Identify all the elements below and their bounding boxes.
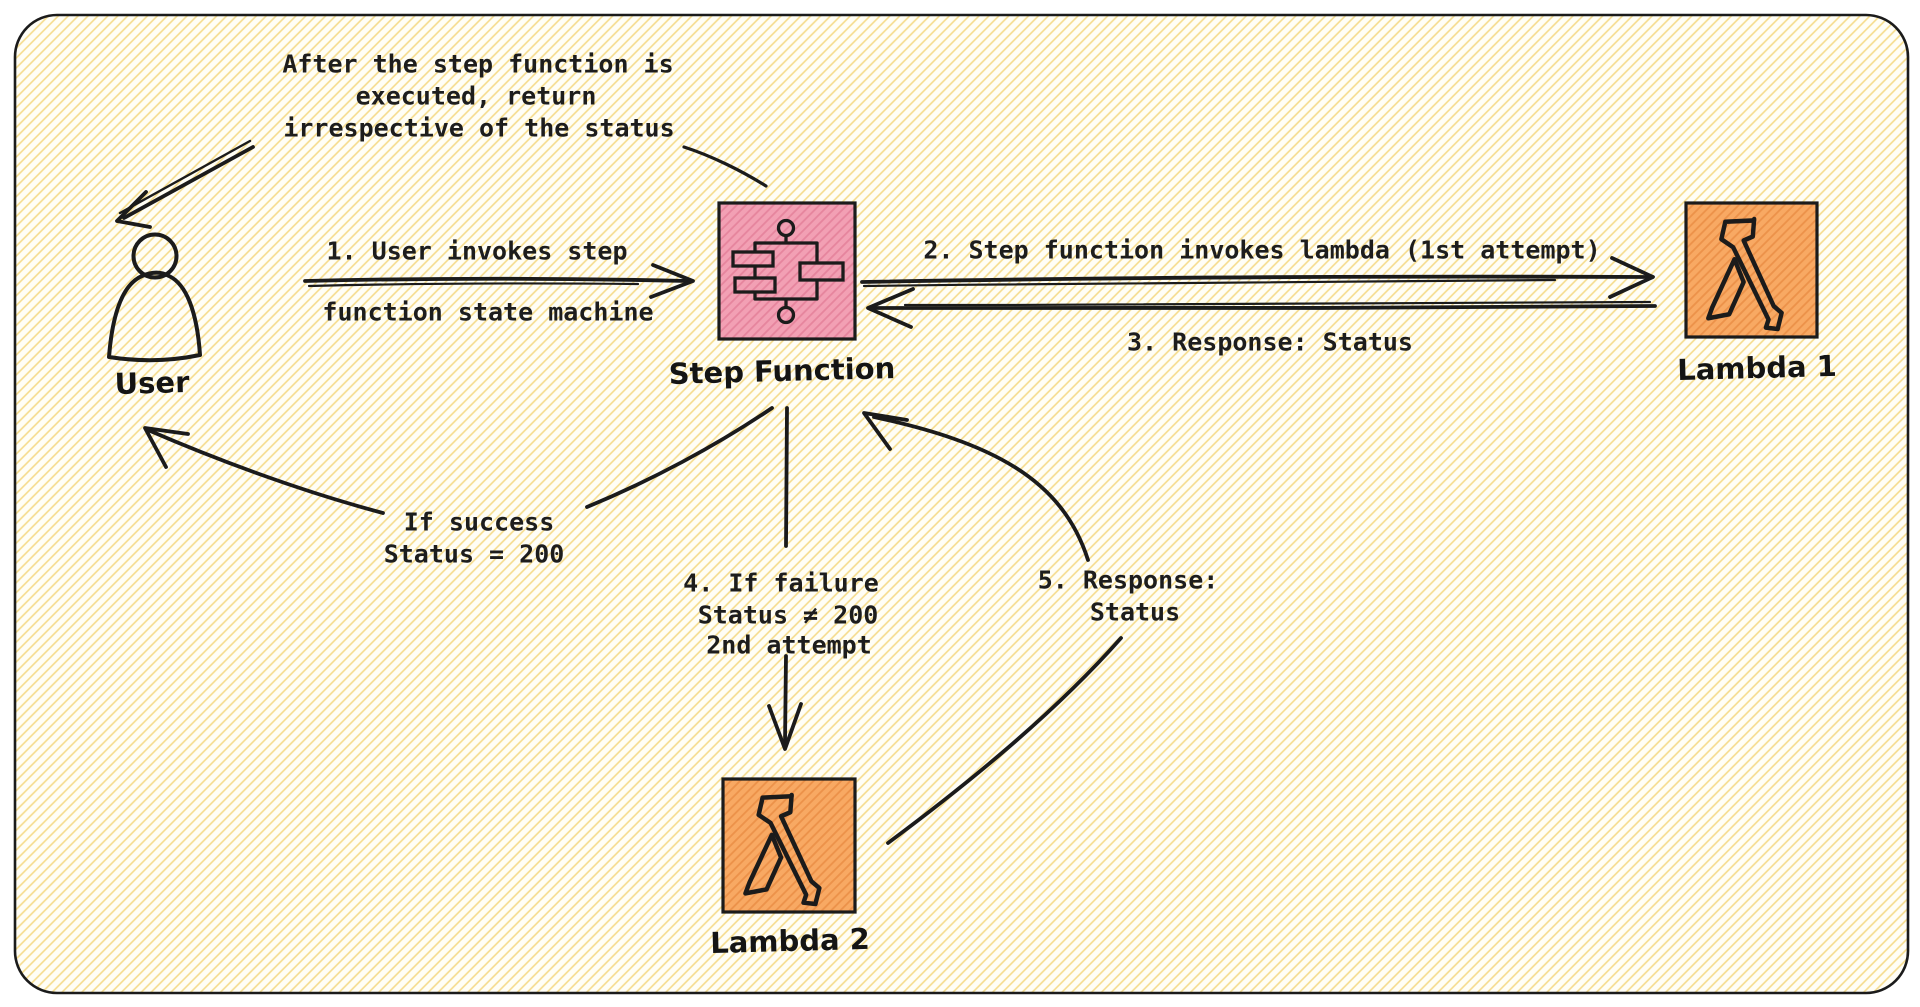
arrow-success-to-user <box>143 406 774 515</box>
step1-line: function state machine <box>322 297 654 327</box>
step2-label: 2. Step function invokes lambda (1st att… <box>923 235 1601 265</box>
arrow-lambda1-to-step-function <box>866 287 1657 329</box>
success-line: If success <box>403 507 555 537</box>
canvas-frame <box>13 13 1910 995</box>
lambda2-node-label: Lambda 2 <box>709 921 871 961</box>
line-note-to-step-function <box>682 145 768 188</box>
step-function-node-label: Step Function <box>668 351 896 391</box>
lambda-icon <box>721 777 857 914</box>
step5-line: 5. Response: <box>1037 565 1219 595</box>
step3-label: 3. Response: Status <box>1127 327 1413 357</box>
step4-line: 2nd attempt <box>706 630 872 660</box>
person-icon <box>107 232 202 363</box>
step4-line: 4. If failure <box>683 568 879 598</box>
lambda1-node-label: Lambda 1 <box>1676 348 1838 388</box>
step5-line: Status <box>1089 597 1181 627</box>
step4-line: Status ≠ 200 <box>697 600 879 630</box>
arrow-step-function-to-lambda2 <box>767 406 803 751</box>
step1-line: 1. User invokes step <box>326 236 628 266</box>
note-line: irrespective of the status <box>283 113 675 143</box>
note-line: After the step function is <box>282 49 674 79</box>
arrow-lambda2-to-step-function <box>862 411 1123 845</box>
arrow-user-to-step-function <box>303 263 695 299</box>
success-line: Status = 200 <box>383 539 565 569</box>
note-line: executed, return <box>355 81 597 111</box>
workflow-icon <box>717 201 857 341</box>
lambda-icon <box>1684 201 1819 339</box>
arrow-note-to-user <box>115 139 255 229</box>
arrow-step-function-to-lambda1 <box>860 256 1655 299</box>
user-node-label: User <box>114 365 190 401</box>
